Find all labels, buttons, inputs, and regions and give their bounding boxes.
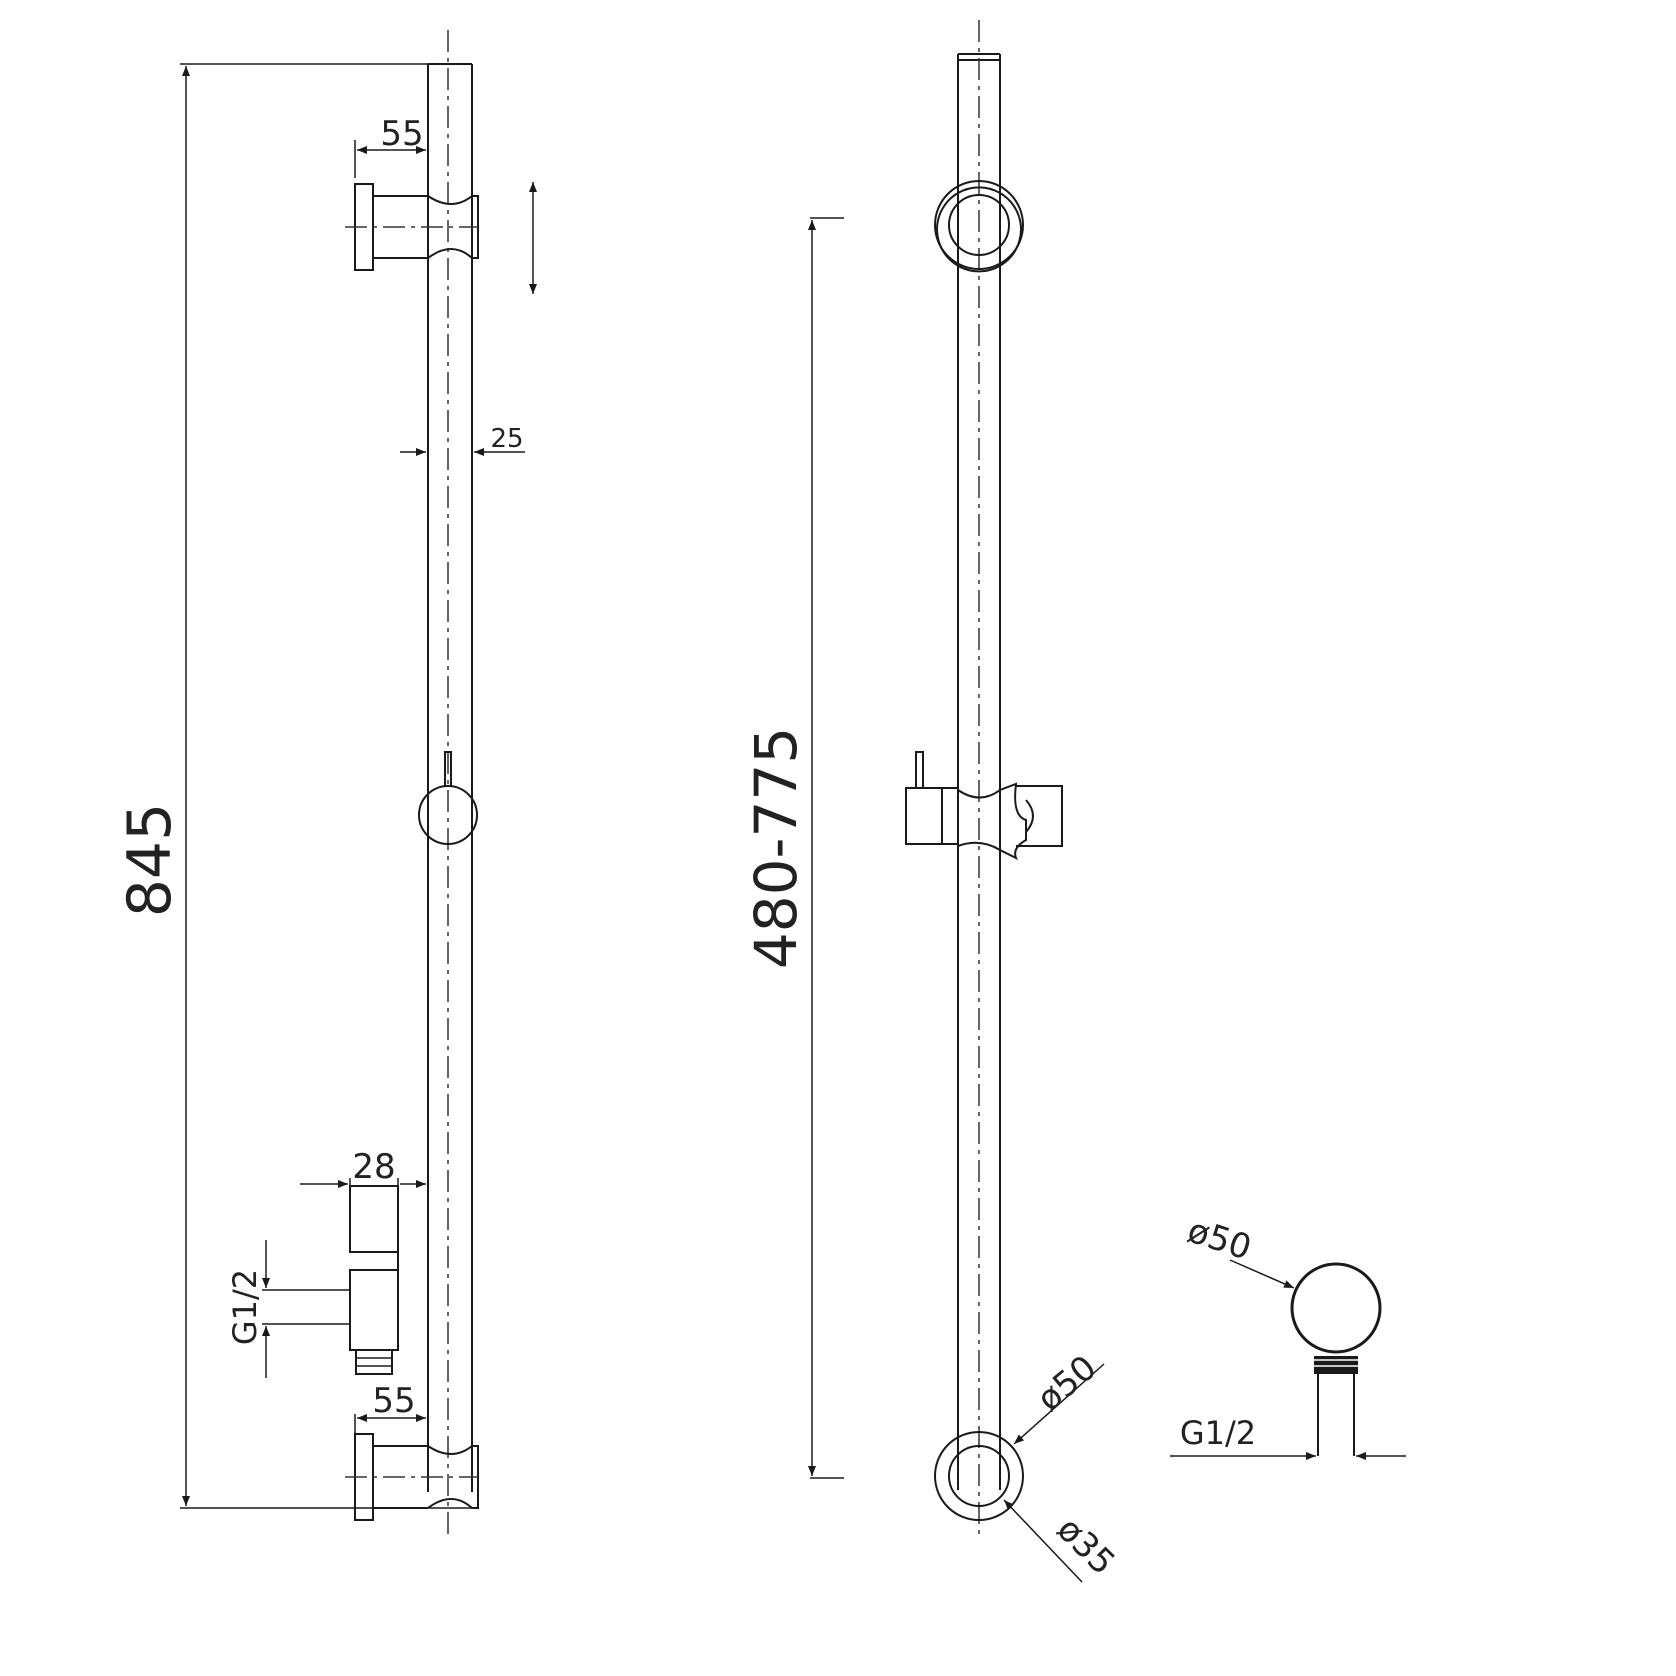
front-rail xyxy=(957,20,1001,1536)
label-bracket-offset-top: 55 xyxy=(380,114,423,154)
dim-overall-height: 845 xyxy=(115,63,478,1509)
front-view: 480-775 ø50 ø35 xyxy=(742,20,1123,1583)
dim-bracket-offset-top: 55 xyxy=(354,114,426,178)
label-overall-height: 845 xyxy=(115,803,185,918)
front-bottom-bracket xyxy=(934,1431,1024,1521)
front-slider xyxy=(905,751,1063,861)
label-bracket-offset-bottom: 55 xyxy=(372,1381,415,1421)
side-wall-outlet xyxy=(349,1185,399,1375)
side-rail xyxy=(427,30,473,1540)
label-bracket-diameter: ø50 xyxy=(1030,1348,1105,1420)
outlet-detail: ø50 G1/2 xyxy=(1170,1211,1406,1460)
front-top-bracket xyxy=(934,180,1024,273)
side-bottom-bracket xyxy=(345,1433,479,1521)
side-top-bracket xyxy=(345,183,479,271)
side-view: 845 55 25 28 xyxy=(115,30,537,1540)
dim-bracket-offset-bottom: 55 xyxy=(354,1381,426,1434)
label-detail-diameter: ø50 xyxy=(1183,1211,1256,1269)
dim-slide-range: 480-775 xyxy=(742,217,844,1479)
label-outlet-depth: 28 xyxy=(352,1147,395,1187)
label-rail-inner-diameter: ø35 xyxy=(1049,1509,1123,1583)
dim-rail-inner-diameter: ø35 xyxy=(1003,1499,1123,1583)
dim-outlet-depth: 28 xyxy=(300,1147,426,1188)
label-outlet-thread-side: G1/2 xyxy=(226,1269,264,1345)
label-outlet-thread-detail: G1/2 xyxy=(1180,1414,1256,1452)
dim-bracket-diameter: ø50 xyxy=(1013,1348,1105,1445)
label-rail-diameter: 25 xyxy=(490,424,523,454)
dim-detail-diameter: ø50 xyxy=(1183,1211,1295,1289)
dim-rail-diameter: 25 xyxy=(400,424,525,456)
side-slider-knob xyxy=(418,751,478,845)
label-slide-range: 480-775 xyxy=(742,727,810,969)
dim-outlet-thread-side: G1/2 xyxy=(226,1240,350,1378)
dim-outlet-thread-detail: G1/2 xyxy=(1170,1414,1406,1460)
